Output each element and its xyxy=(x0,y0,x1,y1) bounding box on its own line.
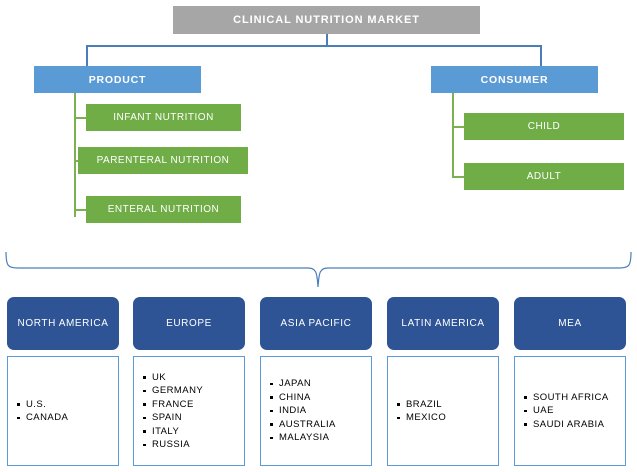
category-node-label: CONSUMER xyxy=(480,73,549,86)
root-node-label: CLINICAL NUTRITION MARKET xyxy=(233,14,420,26)
leaf-node-infant-nutrition[interactable]: INFANT NUTRITION xyxy=(86,104,241,131)
category-node-label: PRODUCT xyxy=(88,73,147,86)
leaf-node-parenteral-nutrition[interactable]: PARENTERAL NUTRITION xyxy=(78,147,248,174)
connector-drop-consumer xyxy=(540,45,542,67)
country-list-item: SAUDI ARABIA xyxy=(524,418,625,432)
country-list-item: CANADA xyxy=(17,411,118,425)
country-list-item: MALAYSIA xyxy=(270,431,371,445)
leaf-node-label: PARENTERAL NUTRITION xyxy=(96,155,230,166)
country-list-item: RUSSIA xyxy=(143,438,244,452)
region-node-asia-pacific[interactable]: ASIA PACIFIC xyxy=(260,297,372,350)
leaf-node-adult[interactable]: ADULT xyxy=(464,163,624,190)
region-node-label: MEA xyxy=(558,318,582,329)
connector-product-stub-1 xyxy=(74,117,86,119)
region-node-north-america[interactable]: NORTH AMERICA xyxy=(7,297,119,350)
leaf-node-label: INFANT NUTRITION xyxy=(113,112,214,123)
country-list-item: MEXICO xyxy=(397,411,498,425)
country-list-item: ITALY xyxy=(143,425,244,439)
country-list-item: GERMANY xyxy=(143,384,244,398)
connector-horizontal-spine xyxy=(86,45,541,47)
region-node-label: NORTH AMERICA xyxy=(17,318,109,329)
country-list-item: INDIA xyxy=(270,404,371,418)
region-node-label: LATIN AMERICA xyxy=(401,318,485,329)
connector-product-trunk xyxy=(74,93,76,217)
connector-root-stem xyxy=(326,34,328,46)
connector-consumer-stub-1 xyxy=(452,126,464,128)
connector-product-stub-3 xyxy=(74,209,86,211)
category-node-consumer[interactable]: CONSUMER xyxy=(431,66,598,93)
leaf-node-enteral-nutrition[interactable]: ENTERAL NUTRITION xyxy=(86,196,241,223)
country-list-item: CHINA xyxy=(270,391,371,405)
country-list-item: UK xyxy=(143,371,244,385)
region-node-mea[interactable]: MEA xyxy=(514,297,626,350)
leaf-node-child[interactable]: CHILD xyxy=(464,113,624,140)
country-list-item: SOUTH AFRICA xyxy=(524,391,625,405)
connector-consumer-stub-2 xyxy=(452,176,464,178)
country-list: U.S.CANADA xyxy=(8,398,118,425)
country-list-item: FRANCE xyxy=(143,398,244,412)
country-list-item: UAE xyxy=(524,404,625,418)
country-list-north-america: U.S.CANADA xyxy=(7,356,119,466)
region-node-label: ASIA PACIFIC xyxy=(280,318,352,329)
country-list-item: BRAZIL xyxy=(397,398,498,412)
country-list-item: U.S. xyxy=(17,398,118,412)
connector-consumer-trunk xyxy=(452,93,454,177)
leaf-node-label: CHILD xyxy=(527,121,561,132)
leaf-node-label: ADULT xyxy=(526,171,562,182)
connector-drop-product xyxy=(86,45,88,67)
region-node-label: EUROPE xyxy=(166,318,212,329)
region-node-latin-america[interactable]: LATIN AMERICA xyxy=(387,297,499,350)
category-node-product[interactable]: PRODUCT xyxy=(34,66,201,93)
country-list-item: AUSTRALIA xyxy=(270,418,371,432)
country-list-item: JAPAN xyxy=(270,377,371,391)
region-node-europe[interactable]: EUROPE xyxy=(133,297,245,350)
leaf-node-label: ENTERAL NUTRITION xyxy=(107,204,220,215)
root-node-clinical-nutrition-market: CLINICAL NUTRITION MARKET xyxy=(173,6,480,34)
country-list-item: SPAIN xyxy=(143,411,244,425)
